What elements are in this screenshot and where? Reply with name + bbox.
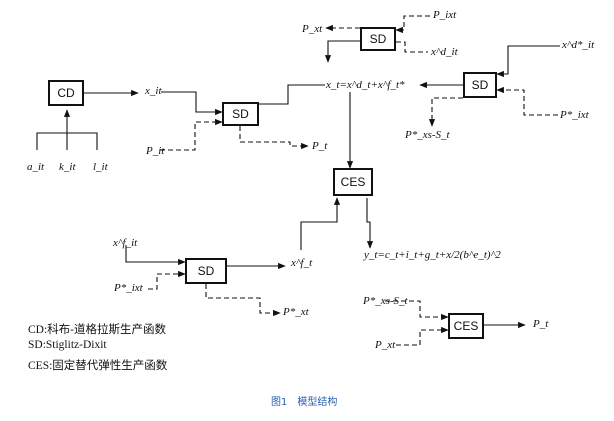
sd-block-main: SD [222, 102, 259, 126]
label-x-d-it-star: x^d*_it [562, 39, 595, 51]
label-p-xs-s-lower: P*_xs-S_t [363, 295, 408, 307]
label-x-f-it: x^f_it [113, 237, 138, 249]
label-x-it: x_it [145, 85, 162, 97]
label-p-xt-top: P_xt [302, 23, 323, 35]
figure-caption: 图1 模型结构 [271, 397, 338, 408]
ces-block-lower: CES [448, 313, 484, 339]
label-p-ixt-star-right: P*_ixt [560, 109, 589, 121]
label-l-it: l_it [93, 161, 108, 173]
label-p-xt-star-lower: P*_xt [283, 306, 309, 318]
label-p-t-lower: P_t [533, 318, 549, 330]
cd-block: CD [48, 80, 84, 106]
label-p-it: P_it [146, 145, 165, 157]
label-x-f-t: x^f_t [291, 257, 313, 269]
label-p-ixt-star-lower: P*_ixt [114, 282, 143, 294]
label-k-it: k_it [59, 161, 76, 173]
sd-block-lower: SD [185, 258, 227, 284]
sd-block-top: SD [360, 27, 396, 51]
legend-sd: SD:Stiglitz-Dixit [28, 339, 107, 351]
label-x-d-it: x^d_it [431, 46, 458, 58]
label-p-xs-s-right: P*_xs-S_t [405, 129, 450, 141]
label-p-xt-lower: P_xt [375, 339, 396, 351]
label-p-t-main: P_t [312, 140, 328, 152]
legend-ces: CES:固定替代弹性生产函数 [28, 360, 168, 372]
legend-cd: CD:科布-道格拉斯生产函数 [28, 324, 166, 336]
label-x-t-equation: x_t=x^d_t+x^f_t* [326, 79, 405, 91]
label-p-ixt-top: P_ixt [433, 9, 457, 21]
sd-block-right: SD [463, 72, 497, 98]
ces-block-main: CES [333, 168, 373, 196]
label-y-t-equation: y_t=c_t+i_t+g_t+x/2(b^e_t)^2 [364, 249, 501, 261]
label-a-it: a_it [27, 161, 45, 173]
